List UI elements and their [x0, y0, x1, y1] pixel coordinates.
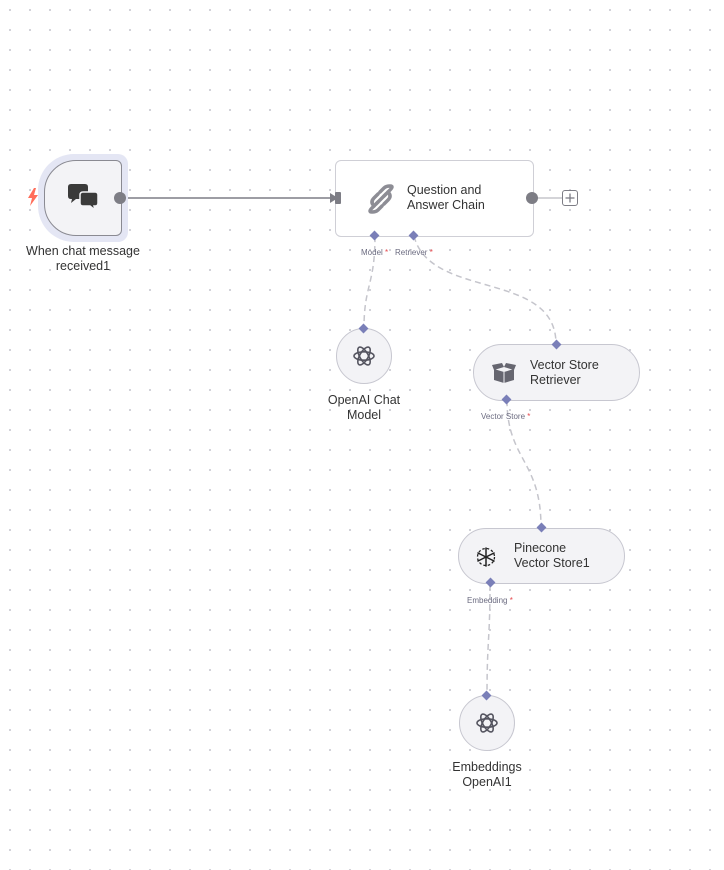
- chat-trigger-output-handle[interactable]: [114, 192, 126, 204]
- chat-bubbles-icon: [66, 183, 100, 218]
- openai-chat-model-node[interactable]: [336, 328, 392, 384]
- embeddings-openai-node[interactable]: [459, 695, 515, 751]
- openai-chat-model-label: OpenAI Chat Model: [327, 393, 401, 422]
- box-icon: [491, 362, 517, 389]
- vector-store-retriever-label: Vector Store Retriever: [530, 358, 599, 387]
- vector-store-port-label: Vector Store *: [481, 412, 531, 421]
- qa-chain-output-handle[interactable]: [526, 192, 538, 204]
- link-chain-icon: [364, 182, 398, 221]
- qa-chain-input-handle[interactable]: [335, 192, 341, 204]
- embeddings-openai-label: Embeddings OpenAI1: [452, 760, 522, 789]
- plus-icon: [565, 191, 575, 210]
- lightning-bolt-icon: [27, 188, 39, 211]
- qa-chain-node[interactable]: [335, 160, 534, 237]
- add-node-button[interactable]: [562, 190, 578, 206]
- openai-icon: [351, 343, 377, 374]
- qa-chain-label: Question and Answer Chain: [407, 183, 485, 212]
- pinecone-icon: [475, 546, 497, 573]
- pinecone-vector-store-label: Pinecone Vector Store1: [514, 541, 590, 570]
- chat-trigger-label: When chat message received1: [26, 244, 140, 273]
- retriever-port-label: Retriever *: [395, 248, 433, 257]
- model-port-label: Model *: [361, 248, 389, 257]
- openai-icon: [474, 710, 500, 741]
- edge-retriever-connection: [413, 235, 557, 345]
- embedding-port-label: Embedding *: [467, 596, 513, 605]
